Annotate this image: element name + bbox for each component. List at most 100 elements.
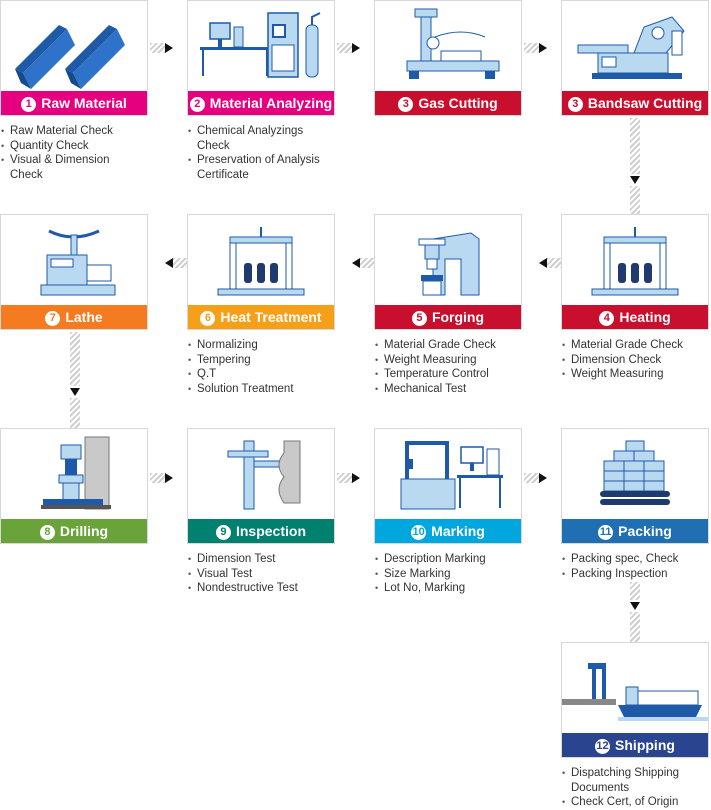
flow-connector <box>547 258 561 268</box>
flow-connector <box>630 582 640 600</box>
step-label: 6 Heat Treatment <box>188 305 334 329</box>
list-item: Q.T <box>187 367 332 382</box>
step-label: 12 Shipping <box>562 733 708 757</box>
list-item: Weight Measuring <box>561 367 706 382</box>
step-label: 3 Gas Cutting <box>375 91 521 115</box>
furnace-icon <box>591 227 679 296</box>
list-item: Material Grade Check <box>561 338 706 353</box>
step-card-inspection: 9 Inspection <box>187 428 335 544</box>
step-title: Lathe <box>65 309 103 325</box>
flow-connector <box>173 258 187 268</box>
shipping-checklist: Dispatching Shipping Documents Check Cer… <box>561 766 709 810</box>
flow-connector <box>630 186 640 214</box>
lab-analyzer-icon <box>200 12 321 78</box>
step-number-badge: 3 <box>398 97 414 112</box>
forging-checklist: Material Grade Check Weight Measuring Te… <box>374 338 519 396</box>
list-item: Lot No, Marking <box>374 581 519 596</box>
step-card-packing: 11 Packing <box>561 428 709 544</box>
arrow-down-icon <box>630 176 640 184</box>
list-item: Tempering <box>187 353 332 368</box>
arrow-down-icon <box>630 602 640 610</box>
flow-connector <box>150 43 166 53</box>
step-number-badge: 11 <box>598 525 614 540</box>
step-card-heat-treatment: 6 Heat Treatment <box>187 214 335 330</box>
arrow-right-icon <box>352 43 360 53</box>
list-item: Chemical Analyzings Check <box>187 124 335 153</box>
heating-checklist: Material Grade Check Dimension Check Wei… <box>561 338 706 382</box>
flow-connector <box>150 473 166 483</box>
flow-connector <box>70 398 80 428</box>
step-title: Gas Cutting <box>418 95 498 111</box>
marking-machine-icon <box>400 441 503 510</box>
step-number-badge: 1 <box>21 97 37 112</box>
flow-connector <box>337 43 353 53</box>
step-card-heating: 4 Heating <box>561 214 709 330</box>
step-title: Marking <box>431 523 485 539</box>
step-number-badge: 5 <box>411 311 427 326</box>
step-title: Heating <box>619 309 671 325</box>
step-title: Inspection <box>235 523 306 539</box>
raw-material-checklist: Raw Material Check Quantity Check Visual… <box>0 124 145 182</box>
packing-pallet-icon <box>600 440 670 505</box>
list-item: Packing Inspection <box>561 567 706 582</box>
list-item: Visual Test <box>187 567 332 582</box>
step-title: Drilling <box>59 523 109 539</box>
step-label: 2 Material Analyzing <box>188 91 334 115</box>
drilling-machine-icon <box>41 436 111 510</box>
arrow-right-icon <box>539 473 547 483</box>
step-card-shipping: 12 Shipping <box>561 642 709 758</box>
step-label: 11 Packing <box>562 519 708 543</box>
step-number-badge: 9 <box>215 525 231 540</box>
step-number-badge: 12 <box>595 739 611 754</box>
gas-cutting-machine-icon <box>406 8 500 79</box>
list-item: Solution Treatment <box>187 382 332 397</box>
step-title: Shipping <box>615 737 675 753</box>
list-item: Nondestructive Test <box>187 581 332 596</box>
step-label: 4 Heating <box>562 305 708 329</box>
packing-checklist: Packing spec, Check Packing Inspection <box>561 552 706 581</box>
arrow-left-icon <box>352 258 360 268</box>
step-title: Raw Material <box>41 95 127 111</box>
flow-connector <box>70 332 80 386</box>
step-label: 1 Raw Material <box>1 91 147 115</box>
step-card-gas-cutting: 3 Gas Cutting <box>374 0 522 116</box>
list-item: Temperature Control <box>374 367 519 382</box>
list-item: Quantity Check <box>0 139 145 154</box>
step-title: Packing <box>618 523 672 539</box>
list-item: Preservation of Analysis Certificate <box>187 153 335 182</box>
step-number-badge: 2 <box>189 97 205 112</box>
list-item: Dimension Test <box>187 552 332 567</box>
list-item: Weight Measuring <box>374 353 519 368</box>
flow-connector <box>630 118 640 174</box>
arrow-right-icon <box>352 473 360 483</box>
step-card-material-analyzing: 2 Material Analyzing <box>187 0 335 116</box>
list-item: Dispatching Shipping Documents <box>561 766 709 795</box>
arrow-right-icon <box>165 43 173 53</box>
list-item: Check Cert, of Origin <box>561 795 709 810</box>
list-item: Mechanical Test <box>374 382 519 397</box>
list-item: Size Marking <box>374 567 519 582</box>
list-item: Description Marking <box>374 552 519 567</box>
lathe-icon <box>40 229 116 296</box>
step-number-badge: 3 <box>567 97 583 112</box>
heat-treatment-checklist: Normalizing Tempering Q.T Solution Treat… <box>187 338 332 396</box>
step-title: Material Analyzing <box>209 95 333 111</box>
flow-connector <box>630 612 640 642</box>
list-item: Visual & Dimension Check <box>0 153 145 182</box>
flow-connector <box>360 258 374 268</box>
step-label: 9 Inspection <box>188 519 334 543</box>
arrow-left-icon <box>165 258 173 268</box>
step-card-raw-material: 1 Raw Material <box>0 0 148 116</box>
step-number-badge: 10 <box>411 525 427 540</box>
step-number-badge: 6 <box>200 311 216 326</box>
step-number-badge: 4 <box>599 311 615 326</box>
step-title: Heat Treatment <box>220 309 322 325</box>
